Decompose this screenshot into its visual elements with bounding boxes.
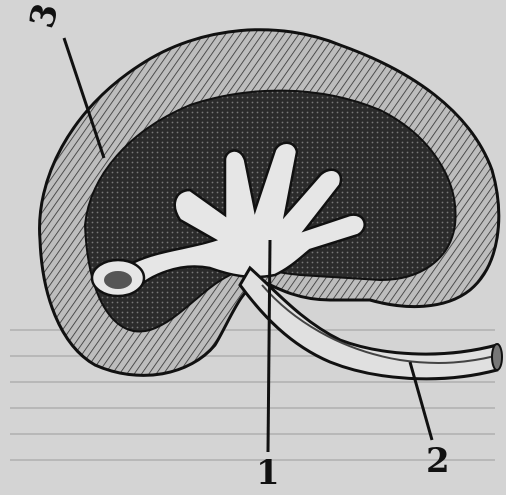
leader-line-1 bbox=[268, 240, 270, 452]
label-1: 1 bbox=[256, 453, 280, 493]
ureter-cut-end bbox=[492, 344, 502, 370]
calyx-shadow bbox=[104, 271, 132, 289]
label-2: 2 bbox=[426, 441, 450, 481]
